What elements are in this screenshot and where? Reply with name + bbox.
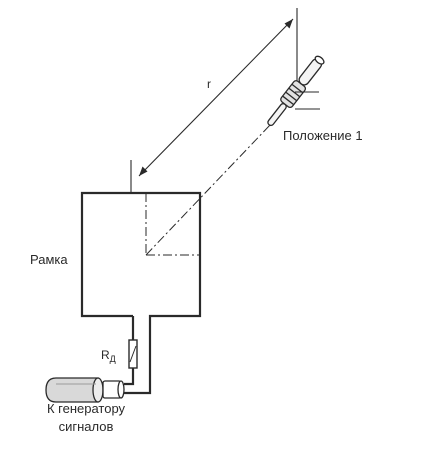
probe-rear-cap <box>314 55 325 65</box>
resistor-label-main: R <box>101 348 110 362</box>
axis-to-probe <box>145 123 272 256</box>
distance-dimension <box>130 8 298 193</box>
resistor-hatch <box>129 345 137 363</box>
probe-front-rod <box>267 103 287 127</box>
arrowhead-lower <box>139 166 148 176</box>
coax-cable <box>45 377 125 403</box>
position-label: Положение 1 <box>283 128 363 143</box>
resistor-label-sub: Д <box>109 354 116 364</box>
probe-ring-1 <box>282 95 295 106</box>
frame-loop <box>80 191 202 395</box>
frame-label: Рамка <box>30 252 68 267</box>
cable-connector-tip <box>117 380 125 399</box>
probe-antenna <box>267 55 325 127</box>
probe-ring-4 <box>291 83 304 94</box>
dimension-line <box>138 18 294 177</box>
resistor-label: RД <box>101 347 116 367</box>
probe-ring-3 <box>288 87 301 98</box>
probe-leads <box>295 91 320 110</box>
generator-label: К генератору сигналов <box>36 400 136 436</box>
probe-ring-2 <box>285 91 298 102</box>
resistor <box>128 339 138 369</box>
frame-wire-left <box>124 316 135 386</box>
cable-body <box>45 377 99 403</box>
arrowhead-upper <box>284 19 293 29</box>
cable-end-cap <box>92 377 104 403</box>
generator-label-line1: К генератору <box>46 401 126 416</box>
generator-label-line2: сигналов <box>58 419 114 434</box>
axis-lines <box>145 123 272 256</box>
distance-label: r <box>207 77 211 91</box>
frame-outline <box>80 191 202 395</box>
